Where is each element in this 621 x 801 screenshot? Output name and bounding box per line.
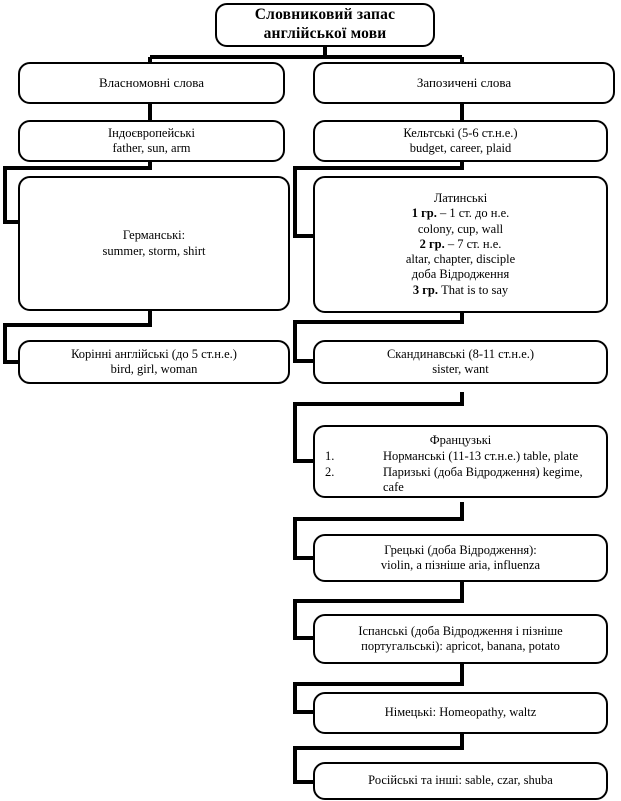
node-indo-european-line-1: Індоєвропейські: [108, 125, 195, 140]
node-celtic: Кельтські (5-6 ст.н.е.) budget, career, …: [313, 120, 608, 162]
node-french-title: Французькі: [429, 433, 492, 447]
node-spanish: Іспанські (доба Відродження і пізніше по…: [313, 614, 608, 664]
node-germanic-line-2: summer, storm, shirt: [102, 243, 206, 258]
node-greek: Грецькі (доба Відродження): violin, a пі…: [313, 534, 608, 582]
node-celtic-line-1: Кельтські (5-6 ст.н.е.): [403, 125, 518, 140]
node-german-line-1: Німецькі: Homeopathy, waltz: [384, 705, 537, 720]
node-borrowed-words-label: Запозичені слова: [416, 75, 512, 91]
node-greek-line-2: violin, a пізніше aria, influenza: [380, 558, 541, 572]
node-latin-row-5: доба Відродження: [411, 267, 510, 282]
node-french-item-1-text: Норманські (11-13 ст.н.е.) table, plate: [383, 449, 579, 464]
node-latin-row-4: altar, chapter, disciple: [405, 252, 516, 267]
node-french-item-2-number: 2.: [325, 464, 335, 479]
node-latin: Латинські 1 гр. – 1 ст. до н.е. colony, …: [313, 176, 608, 313]
node-indo-european-line-2: father, sun, arm: [112, 141, 191, 155]
node-latin-row-6: 3 гр. That is to say: [413, 283, 508, 298]
node-latin-title: Латинські: [433, 191, 488, 206]
node-latin-row-6-rest: That is to say: [438, 282, 509, 297]
node-title-line-2: англійської мови: [263, 25, 387, 42]
node-scandinavian-line-1: Скандинавські (8-11 ст.н.е.): [386, 346, 535, 361]
node-latin-content: Латинські 1 гр. – 1 ст. до н.е. colony, …: [406, 191, 515, 298]
node-latin-row-3: 2 гр. – 7 ст. н.е.: [420, 237, 502, 252]
node-french: Французькі 1. Норманські (11-13 ст.н.е.)…: [313, 425, 608, 498]
node-russian-other: Російські та інші: sable, czar, shuba: [313, 762, 608, 800]
node-french-item-1: 1. Норманські (11-13 ст.н.е.) table, pla…: [315, 449, 606, 464]
node-scandinavian: Скандинавські (8-11 ст.н.е.) sister, wan…: [313, 340, 608, 384]
node-native-english: Корінні англійські (до 5 ст.н.е.) bird, …: [18, 340, 290, 384]
node-spanish-line-1: Іспанські (доба Відродження і пізніше: [358, 623, 563, 638]
node-scandinavian-line-2: sister, want: [432, 362, 489, 376]
node-native-words-header: Власномовні слова: [18, 62, 285, 104]
node-native-words-label: Власномовні слова: [98, 75, 205, 91]
node-french-item-1-number: 1.: [325, 449, 335, 464]
node-germanic-line-1: Германські:: [122, 228, 186, 243]
node-title-vocabulary: Словниковий запас англійської мови: [215, 3, 435, 47]
node-borrowed-words-header: Запозичені слова: [313, 62, 615, 104]
node-native-english-line-2: bird, girl, woman: [110, 362, 198, 376]
node-latin-row-6-marker: 3 гр.: [412, 282, 438, 297]
node-latin-row-1-marker: 1 гр.: [411, 206, 437, 221]
node-latin-row-1-rest: – 1 ст. до н.е.: [436, 206, 510, 221]
node-native-english-line-1: Корінні англійські (до 5 ст.н.е.): [71, 346, 237, 361]
node-indo-european: Індоєвропейські father, sun, arm: [18, 120, 285, 162]
node-latin-row-3-rest: – 7 ст. н.е.: [444, 236, 502, 251]
node-title-line-1: Словниковий запас: [254, 6, 396, 24]
node-greek-line-1: Грецькі (доба Відродження):: [384, 542, 537, 557]
node-french-item-2: 2. Паризькі (доба Відродження) kegime, c…: [315, 465, 606, 496]
node-spanish-line-2: португальські): apricot, banana, potato: [361, 639, 560, 653]
node-latin-row-1: 1 гр. – 1 ст. до н.е.: [412, 206, 510, 221]
node-french-content: Французькі 1. Норманські (11-13 ст.н.е.)…: [315, 433, 606, 495]
node-latin-row-3-marker: 2 гр.: [419, 236, 445, 251]
node-celtic-line-2: budget, career, plaid: [409, 141, 512, 155]
node-french-item-2-text: Паризькі (доба Відродження) kegime, cafe: [383, 464, 583, 494]
node-germanic: Германські: summer, storm, shirt: [18, 176, 290, 311]
node-german: Німецькі: Homeopathy, waltz: [313, 692, 608, 734]
node-russian-other-line-1: Російські та інші: sable, czar, shuba: [368, 773, 553, 788]
node-latin-row-2: colony, cup, wall: [417, 221, 504, 236]
